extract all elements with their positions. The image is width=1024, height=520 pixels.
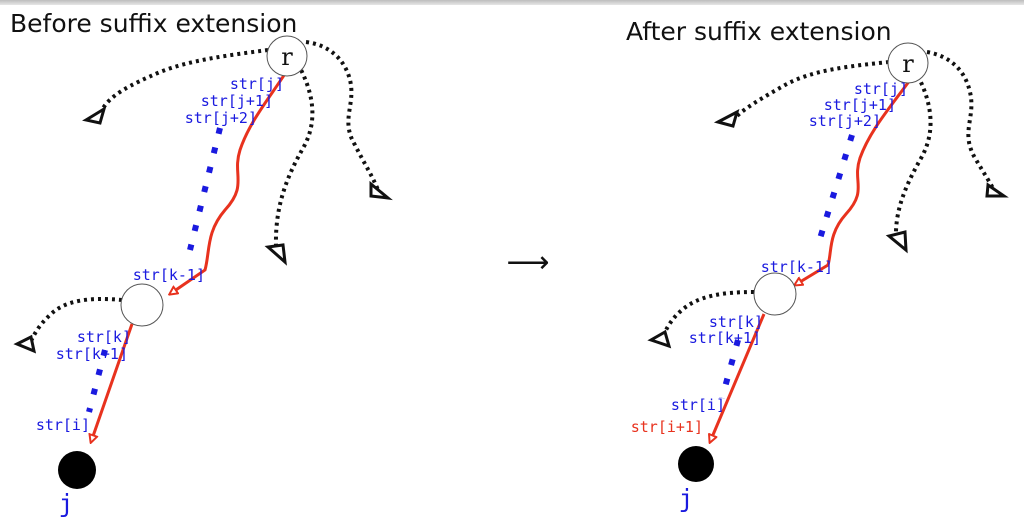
label-str-k-1: str[k-1] <box>761 258 833 276</box>
internal-node <box>753 272 797 316</box>
label-str-k1: str[k+1] <box>56 345 128 363</box>
panel-before: Before suffix extension r j str[j] str[j… <box>10 9 393 518</box>
red-path <box>170 65 292 294</box>
internal-node <box>120 283 164 327</box>
dotted-edge <box>305 40 380 191</box>
slide-top-bar <box>0 0 1024 5</box>
leaf-label: j <box>58 489 73 518</box>
label-str-k-1: str[k-1] <box>133 266 205 284</box>
dotted-edge <box>926 50 997 193</box>
dotted-edge <box>734 60 890 119</box>
root-node <box>266 35 308 77</box>
leaf-triangle <box>647 329 672 349</box>
root-node <box>887 42 929 84</box>
label-str-j2: str[j+2] <box>185 109 257 127</box>
title-after: After suffix extension <box>626 17 892 46</box>
root-label: r <box>902 50 914 78</box>
leaf-label: j <box>678 484 693 513</box>
title-before: Before suffix extension <box>10 9 297 38</box>
dotted-edge <box>893 75 933 239</box>
label-str-j: str[j] <box>230 75 284 93</box>
label-str-j: str[j] <box>854 80 908 98</box>
label-str-j1: str[j+1] <box>824 96 896 114</box>
label-str-i: str[i] <box>36 416 90 434</box>
leaf-triangle <box>13 334 37 354</box>
root-label: r <box>281 43 293 71</box>
transition-arrow: ⟶ <box>506 245 549 280</box>
blue-dotted-path <box>187 127 223 251</box>
label-str-k: str[k] <box>77 328 131 346</box>
panel-after: After suffix extension r j str[j] str[j+… <box>626 17 1009 513</box>
label-str-k: str[k] <box>709 313 763 331</box>
label-str-i1: str[i+1] <box>631 418 703 436</box>
leaf-triangle <box>885 230 908 254</box>
leaf-triangle <box>264 243 287 266</box>
leaf-triangle <box>713 109 740 128</box>
leaf-node <box>58 451 96 489</box>
leaf-node <box>678 446 714 482</box>
red-path <box>710 313 766 442</box>
red-path <box>795 79 912 285</box>
red-path <box>91 323 134 442</box>
leaf-triangle <box>82 105 107 125</box>
label-str-j1: str[j+1] <box>201 92 273 110</box>
leaf-triangle <box>985 182 1009 198</box>
blue-dotted-path <box>719 339 741 399</box>
label-str-j2: str[j+2] <box>809 112 881 130</box>
dotted-edge <box>100 48 269 112</box>
label-str-k1: str[k+1] <box>689 329 761 347</box>
leaf-triangle <box>369 180 393 201</box>
label-str-i: str[i] <box>671 396 725 414</box>
